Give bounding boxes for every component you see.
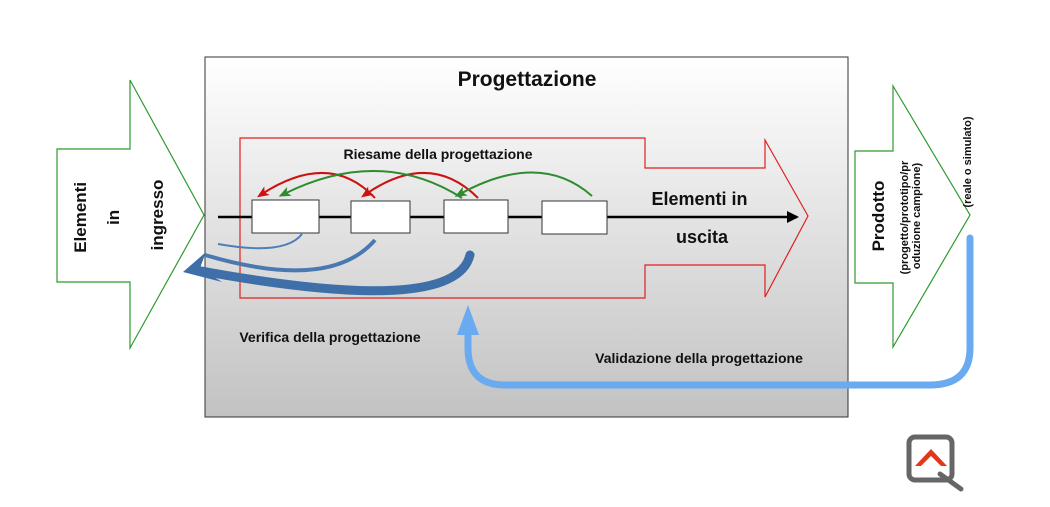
stage-box: [443, 199, 509, 234]
quality-q-logo-icon: [906, 434, 964, 492]
stage-box: [541, 200, 608, 235]
stage-boxes: [251, 199, 608, 235]
validation-label: Validazione della progettazione: [595, 350, 803, 366]
product-note: (reale o simulato): [962, 116, 974, 207]
validation-arrow: [464, 234, 974, 389]
verification-arc-1: [217, 233, 303, 250]
review-arc-green-2: [454, 171, 593, 197]
input-arrow: [56, 79, 205, 351]
verification-label: Verifica della progettazione: [239, 329, 420, 345]
validation-arrowhead: [457, 305, 479, 335]
review-arc-green-1: [278, 170, 463, 199]
verification-arc-3: [191, 250, 475, 296]
verification-arc-2: [204, 238, 377, 273]
input-label: Elementi in ingresso: [71, 177, 167, 253]
product-arrow: [854, 83, 971, 350]
stage-box: [350, 200, 411, 234]
verification-arrowhead: [183, 252, 222, 282]
design-title: Progettazione: [458, 68, 597, 91]
stage-box: [251, 199, 320, 234]
design-box: [204, 56, 849, 418]
output-label: Elementi in uscita: [651, 189, 752, 247]
product-title: Prodotto: [869, 181, 888, 252]
review-label: Riesame della progettazione: [343, 146, 532, 162]
product-detail: (progetto/prototipo/pr oduzione campione…: [899, 158, 923, 275]
output-arrow: [239, 137, 809, 299]
